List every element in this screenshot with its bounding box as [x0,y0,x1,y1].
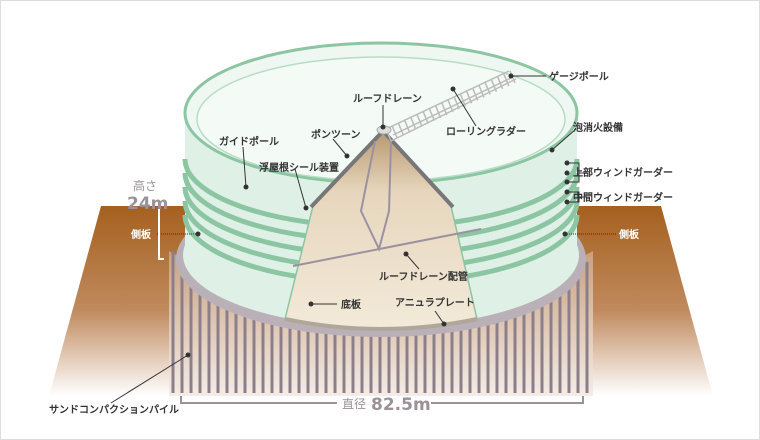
label-rolling-ladder: ローリングラダー [446,125,526,138]
label-gauge-pole: ゲージポール [549,70,609,83]
label-shell-plate-right: 側板 [618,228,640,241]
label-middle-wind-girder: 中間ウィンドガーダー [573,191,673,204]
label-sand-compaction-pile: サンドコンパクションパイル [49,404,179,416]
height-value: 24m [127,194,168,214]
diameter-value: 82.5m [371,395,431,415]
height-label: 高さ [133,178,157,193]
roof-drain-pipe [292,140,482,267]
label-roof-drain-pipe: ルーフドレーン配管 [379,270,468,283]
rolling-ladder [385,70,517,142]
label-upper-wind-girder: 上部ウィンドガーダー [573,166,673,179]
pontoon [309,129,455,209]
diameter-dimension-line [180,396,584,404]
diameter-label: 直径 [342,397,366,411]
leader-lines [110,73,616,404]
height-dimension-bracket [158,122,164,260]
label-floating-roof-seal: 浮屋根シール装置 [259,161,339,174]
label-annular-plate: アニュラプレート [395,296,475,309]
label-foam-fire-equipment: 泡消火設備 [573,121,623,134]
label-roof-drain: ルーフドレーン [353,93,422,105]
label-guide-pole: ガイドポール [219,135,279,148]
label-pontoon: ポンツーン [311,128,361,141]
label-bottom-plate: 底板 [341,298,362,311]
label-shell-plate-left: 側板 [130,228,152,241]
